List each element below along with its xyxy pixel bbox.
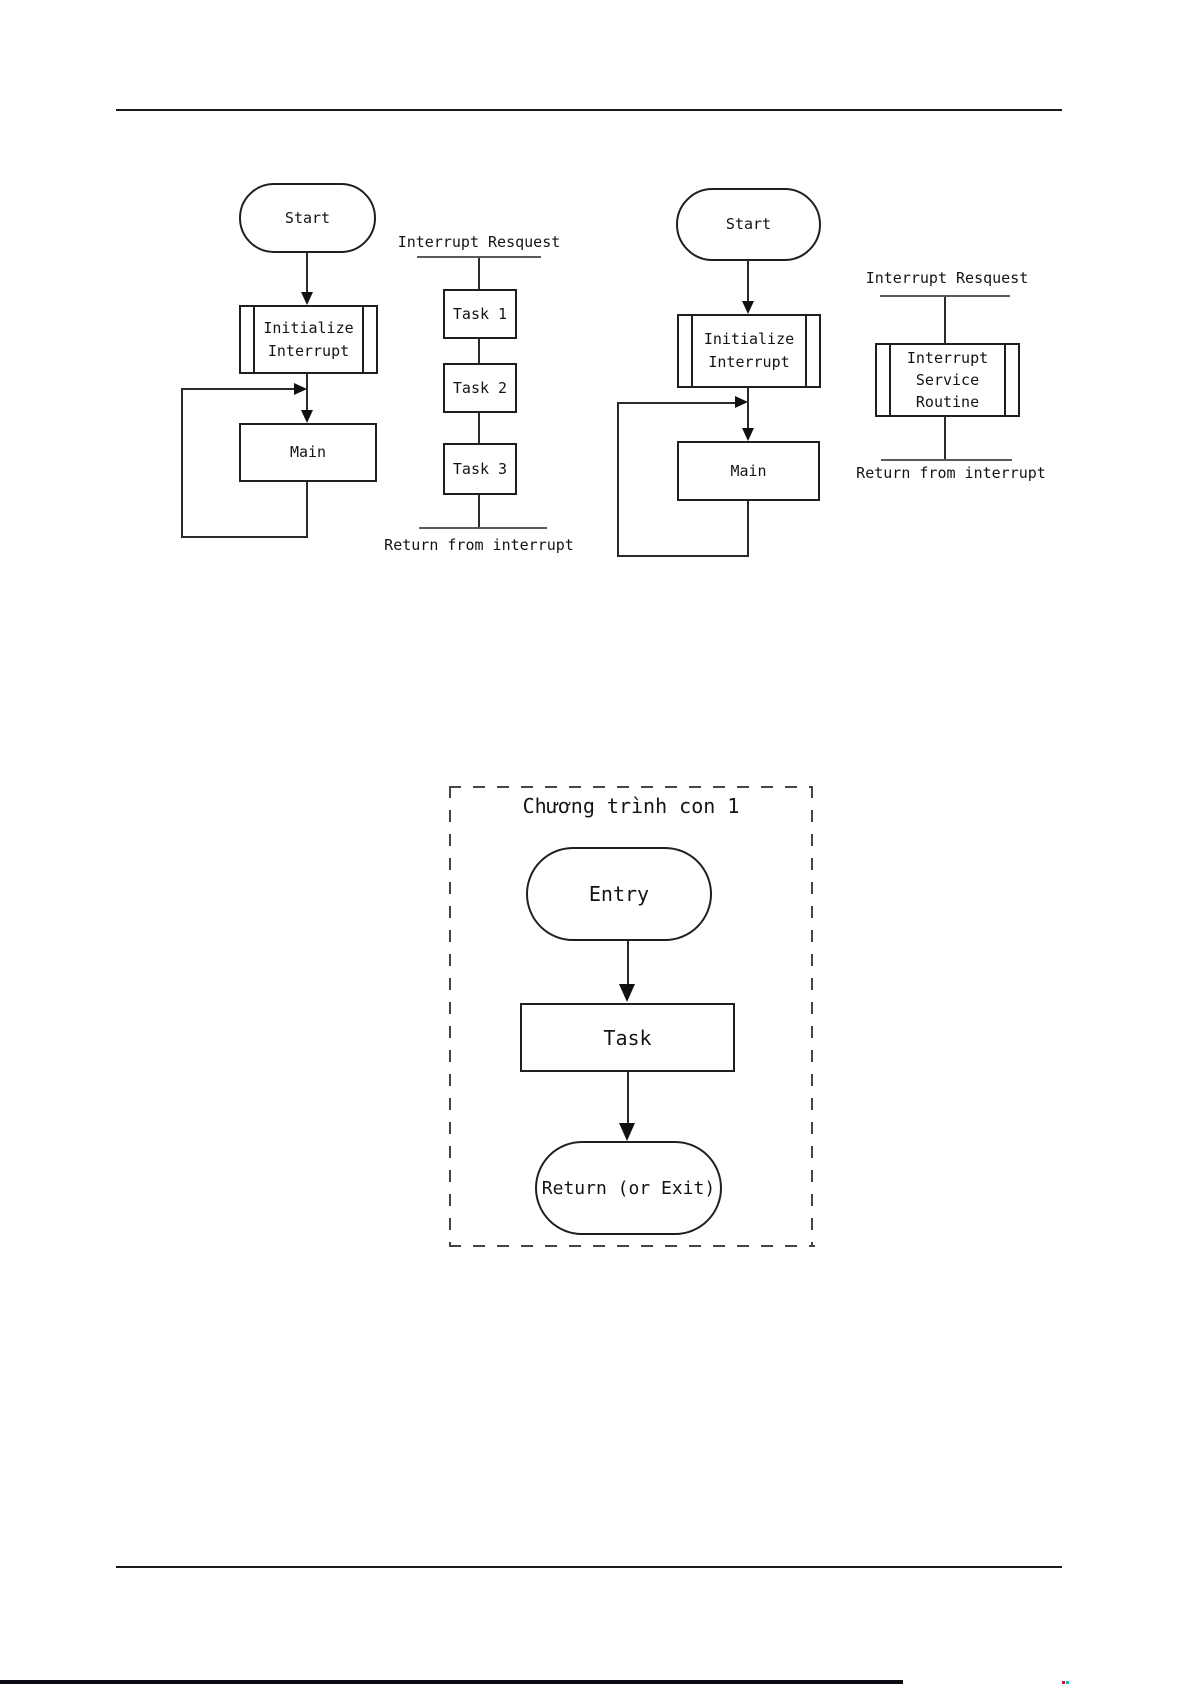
task2-box: Task 2 xyxy=(443,363,517,413)
right-connector-init-main xyxy=(747,388,749,429)
isr-connector-top xyxy=(944,297,946,343)
task3-box: Task 3 xyxy=(443,443,517,495)
interrupt-request-label-left: Interrupt Resquest xyxy=(397,233,561,251)
subroutine-task-box: Task xyxy=(520,1003,735,1072)
isr-connector-bottom xyxy=(944,417,946,460)
left-loop-left-line xyxy=(181,389,183,538)
left-start-terminator: Start xyxy=(239,183,376,253)
left-connector-start-init xyxy=(306,252,308,294)
strip-connector-4 xyxy=(478,495,480,528)
left-loop-arrowhead xyxy=(294,383,307,395)
isr-label-line3: Routine xyxy=(915,393,980,411)
page-top-rule xyxy=(116,109,1062,111)
right-init-label-line1: Initialize xyxy=(703,330,795,348)
arrowhead-into-task xyxy=(619,984,635,1002)
right-init-process-box: Initialize Interrupt xyxy=(677,314,821,388)
subroutine-border-top xyxy=(449,786,813,788)
footer-artifact-cyan xyxy=(1066,1681,1069,1684)
footer-bar xyxy=(0,1680,903,1684)
task3-label: Task 3 xyxy=(452,459,508,478)
isr-label-line2: Service xyxy=(915,371,980,389)
right-loop-left-line xyxy=(617,403,619,557)
left-loop-bottom-line xyxy=(181,536,308,538)
subroutine-border-right xyxy=(811,786,813,1247)
left-start-label: Start xyxy=(284,208,331,227)
right-arrowhead-into-init xyxy=(742,301,754,314)
left-loop-top-line xyxy=(181,388,295,390)
left-main-label: Main xyxy=(289,443,327,461)
right-init-inner-bar-left xyxy=(691,316,693,386)
task2-label: Task 2 xyxy=(452,378,508,397)
interrupt-request-rule-right xyxy=(880,295,1010,297)
return-from-interrupt-label-left: Return from interrupt xyxy=(384,536,574,554)
right-init-inner-bar-right xyxy=(805,316,807,386)
task-return-connector xyxy=(627,1072,629,1124)
isr-inner-bar-right xyxy=(1004,345,1006,415)
strip-connector-2 xyxy=(478,339,480,363)
arrowhead-into-return xyxy=(619,1123,635,1141)
left-arrowhead-into-init xyxy=(301,292,313,305)
left-init-inner-bar-left xyxy=(253,307,255,372)
right-start-label: Start xyxy=(725,215,772,233)
left-init-label-line2: Interrupt xyxy=(267,341,350,360)
right-loop-arrowhead xyxy=(735,396,748,408)
subroutine-title: Chương trình con 1 xyxy=(522,794,740,818)
interrupt-request-rule-left xyxy=(417,256,541,258)
isr-process-box: Interrupt Service Routine xyxy=(875,343,1020,417)
right-loop-top-line xyxy=(617,402,735,404)
left-main-box: Main xyxy=(239,423,377,482)
right-init-label-line2: Interrupt xyxy=(708,353,790,371)
return-rule-left xyxy=(419,527,547,529)
right-loop-bottom-line xyxy=(617,555,749,557)
isr-inner-bar-left xyxy=(889,345,891,415)
right-main-label: Main xyxy=(730,461,767,480)
page-bottom-rule xyxy=(116,1566,1062,1568)
right-arrowhead-into-main xyxy=(742,428,754,441)
return-from-interrupt-label-right: Return from interrupt xyxy=(856,464,1046,482)
left-connector-init-main xyxy=(306,374,308,411)
right-loop-down-line xyxy=(747,501,749,557)
left-arrowhead-into-main xyxy=(301,410,313,423)
left-init-label-line1: Initialize xyxy=(263,318,354,337)
left-init-process-box: Initialize Interrupt xyxy=(239,305,378,374)
entry-task-connector xyxy=(627,941,629,985)
entry-terminator: Entry xyxy=(526,847,712,941)
task1-box: Task 1 xyxy=(443,289,517,339)
return-terminator: Return (or Exit) xyxy=(535,1141,722,1235)
right-connector-start-init xyxy=(747,260,749,302)
strip-connector-3 xyxy=(478,413,480,443)
right-start-terminator: Start xyxy=(676,188,821,261)
entry-label: Entry xyxy=(588,882,650,906)
task1-label: Task 1 xyxy=(452,304,508,323)
right-main-box: Main xyxy=(677,441,820,501)
return-rule-right xyxy=(881,459,1012,461)
isr-label-line1: Interrupt xyxy=(906,349,989,367)
subroutine-border-left xyxy=(449,786,451,1247)
strip-connector-1 xyxy=(478,258,480,289)
left-loop-down-line xyxy=(306,482,308,538)
left-init-inner-bar-right xyxy=(362,307,364,372)
subroutine-task-label: Task xyxy=(603,1025,652,1050)
footer-artifact-red xyxy=(1062,1681,1065,1684)
interrupt-request-label-right: Interrupt Resquest xyxy=(865,269,1029,287)
subroutine-border-bottom xyxy=(449,1245,815,1247)
return-label: Return (or Exit) xyxy=(541,1177,716,1199)
